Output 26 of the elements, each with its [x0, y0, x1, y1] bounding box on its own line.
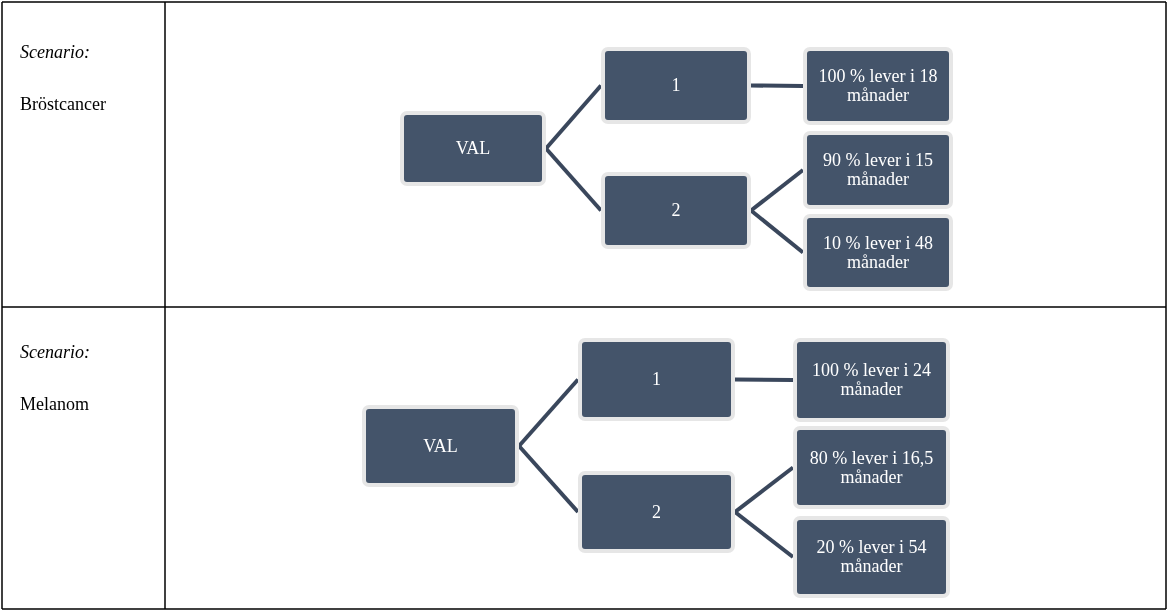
decision-tree-box: 1 — [578, 338, 735, 421]
scenario-name: Bröstcancer — [20, 94, 106, 115]
connector-line — [517, 378, 580, 448]
decision-tree-box: 90 % lever i 15 månader — [803, 131, 953, 209]
connector-line — [544, 147, 603, 212]
decision-tree-box: 10 % lever i 48 månader — [803, 214, 953, 291]
decision-tree-box: 2 — [578, 471, 735, 553]
decision-tree-box: 2 — [601, 172, 751, 249]
decision-tree-box: 20 % lever i 54 månader — [793, 516, 950, 598]
decision-tree-box: VAL — [362, 405, 519, 487]
decision-tree-box: 80 % lever i 16,5 månader — [793, 426, 950, 509]
scenario-heading: Scenario: — [20, 42, 90, 63]
connector-line — [517, 444, 580, 514]
scenario-heading: Scenario: — [20, 342, 90, 363]
connector-line — [749, 208, 805, 255]
scenario-name: Melanom — [20, 394, 89, 415]
decision-tree-box: 100 % lever i 24 månader — [793, 338, 950, 422]
connector-line — [734, 377, 793, 382]
connector-line — [749, 168, 805, 213]
decision-tree-box: 1 — [601, 47, 751, 124]
decision-tree-box: 100 % lever i 18 månader — [803, 47, 953, 125]
connector-line — [733, 465, 795, 514]
connector-line — [733, 510, 795, 559]
connector-line — [544, 84, 603, 150]
decision-tree-box: VAL — [400, 111, 546, 186]
connector-line — [750, 83, 804, 88]
